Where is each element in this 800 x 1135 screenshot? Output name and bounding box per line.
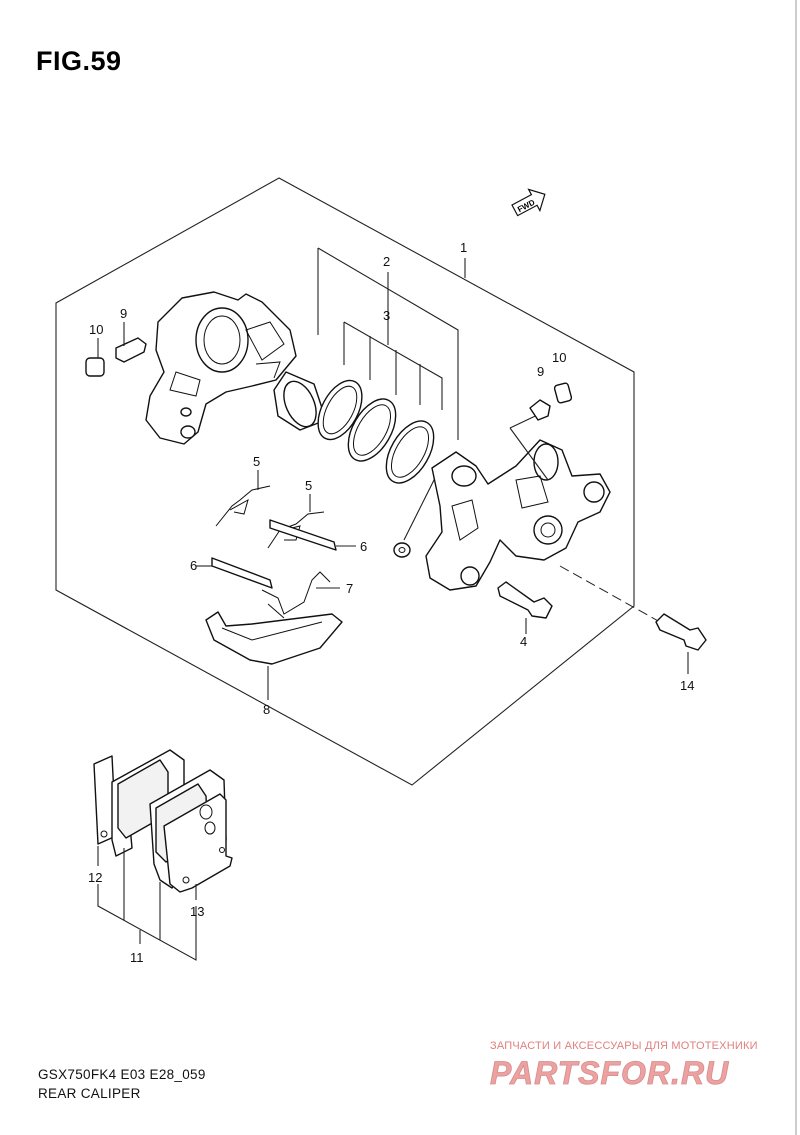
callout-6b: 6 [190, 558, 197, 573]
callout-7: 7 [346, 581, 353, 596]
fwd-arrow-icon: FWD [511, 188, 546, 217]
callout-14: 14 [680, 678, 694, 693]
callout-6a: 6 [360, 539, 367, 554]
pad-clip [261, 571, 340, 619]
callout-labels: 1 2 3 4 5 5 6 6 7 8 9 9 10 10 11 12 13 1… [88, 240, 694, 965]
callout-1-bracket [317, 247, 466, 440]
model-code: GSX750FK4 E03 E28_059 [38, 1067, 206, 1082]
piston-seals [317, 379, 441, 558]
callout-12: 12 [88, 870, 102, 885]
pad-pins [196, 519, 356, 589]
figure-title: FIG.59 [36, 46, 122, 76]
callout-13: 13 [190, 904, 204, 919]
watermark-logo-text: PARTSFOR.RU [490, 1055, 729, 1091]
callout-9a: 9 [120, 306, 127, 321]
caliper-half-right [425, 409, 611, 591]
callout-1: 1 [460, 240, 467, 255]
callout-4: 4 [520, 634, 527, 649]
callout-10b: 10 [552, 350, 566, 365]
callout-9b: 9 [537, 364, 544, 379]
piston [273, 371, 327, 431]
bolt-4 [497, 581, 553, 634]
figure-caption: REAR CALIPER [38, 1086, 141, 1101]
assembly-outline [55, 177, 635, 786]
callout-5b: 5 [305, 478, 312, 493]
caliper-half-left [145, 291, 297, 445]
callout-5a: 5 [253, 454, 260, 469]
bleeder-valve-left [85, 322, 147, 377]
watermark-tagline: ЗАПЧАСТИ И АКСЕССУАРЫ ДЛЯ МОТОТЕХНИКИ [490, 1040, 758, 1052]
callout-8: 8 [263, 702, 270, 717]
callout-11: 11 [130, 950, 144, 965]
callout-3: 3 [383, 308, 390, 323]
bleeder-valve-right [529, 382, 573, 421]
callout-10a: 10 [89, 322, 103, 337]
brake-pads [93, 749, 233, 961]
shim-plate [205, 611, 343, 700]
bolt-14 [559, 565, 707, 674]
watermark-logo: PARTSFOR.RU [490, 1055, 729, 1092]
callout-2: 2 [383, 254, 390, 269]
